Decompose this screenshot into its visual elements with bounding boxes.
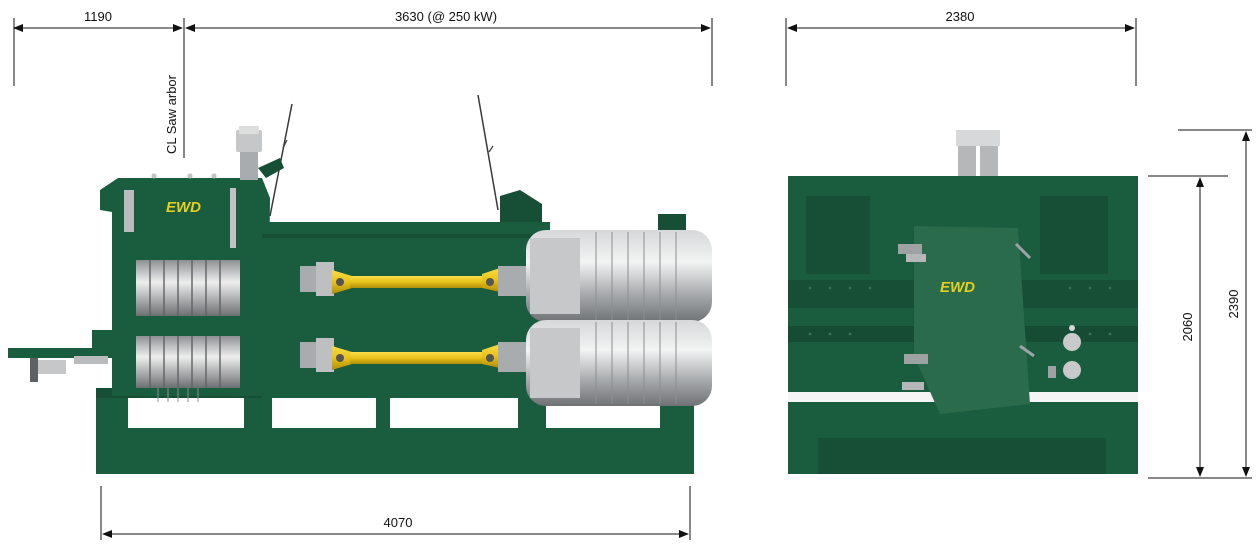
end-view: EWD [788,130,1138,474]
side-view: EWD [8,94,712,474]
dim-main-length: 3630 (@ 250 kW) [395,9,497,24]
saw-arbor-label: CL Saw arbor [164,74,179,154]
side-logo: EWD [166,199,201,216]
dim-body-height: 2060 [1180,313,1195,342]
dim-total-height: 2390 [1226,290,1241,319]
dim-end-width: 2380 [946,9,975,24]
end-logo: EWD [940,279,975,296]
dim-left-overhang: 1190 [84,9,112,24]
dimension-lines [13,18,1252,540]
dim-total-length: 4070 [384,515,413,530]
